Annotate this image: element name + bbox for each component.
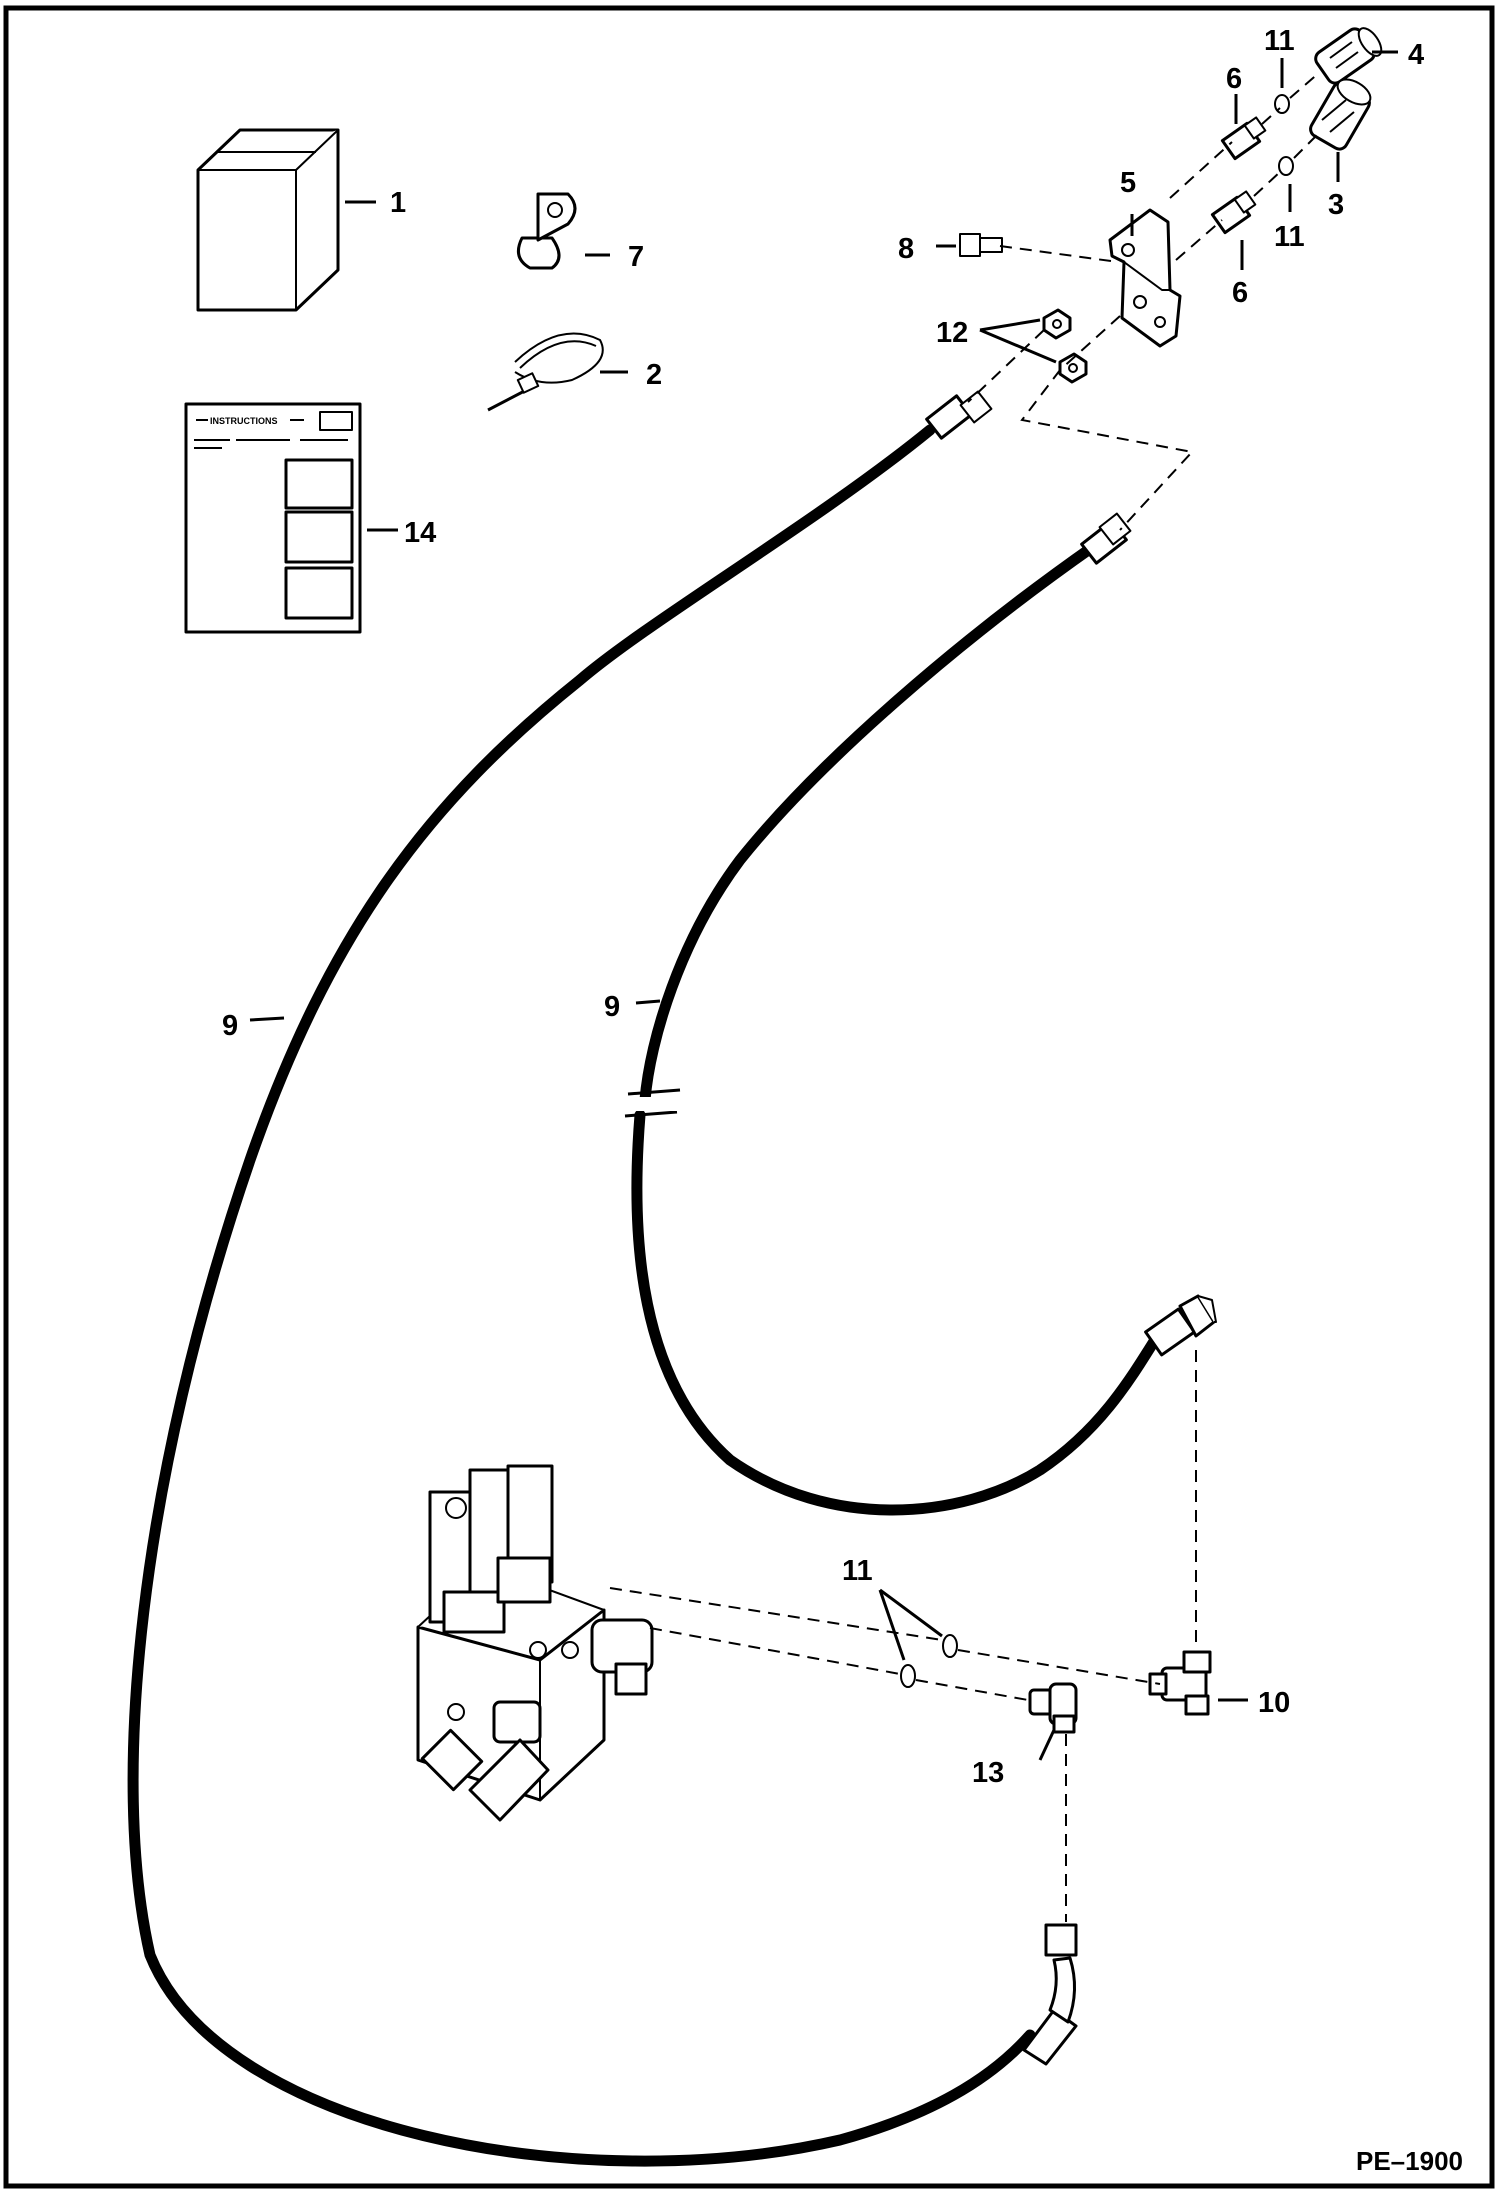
- callout-1: 1: [390, 187, 406, 219]
- part-11-orings-top: [1274, 58, 1294, 212]
- part-10-tee: [1148, 1650, 1248, 1716]
- document-id: PE–1900: [1356, 2146, 1463, 2176]
- callout-14: 14: [404, 517, 436, 549]
- callout-3: 3: [1328, 189, 1344, 221]
- valve-block: [416, 1464, 654, 1822]
- hose-short-fitting-bottom: [1144, 1294, 1217, 1357]
- callout-12: 12: [936, 317, 968, 349]
- part-14-instructions: INSTRUCTIONS: [184, 402, 398, 634]
- hose-long-fitting-top: [925, 390, 993, 440]
- callout-13: 13: [972, 1757, 1004, 1789]
- part-6-adapter-lower: [1210, 190, 1257, 270]
- part-12-nuts: [979, 308, 1088, 384]
- part-8-bolt: [936, 233, 1003, 257]
- hose-break-marks: [624, 1088, 681, 1118]
- part-5-bracket: [1108, 208, 1182, 348]
- callout-6-lower: 6: [1232, 277, 1248, 309]
- assembly-lines-bottom: [609, 1350, 1197, 1922]
- callout-4: 4: [1408, 39, 1424, 71]
- callout-6-upper: 6: [1226, 63, 1242, 95]
- callout-5: 5: [1120, 167, 1136, 199]
- callout-7: 7: [628, 241, 644, 273]
- callout-9-left: 9: [222, 1010, 238, 1042]
- callout-11-bottom: 11: [842, 1555, 873, 1587]
- assembly-lines-top: [967, 71, 1321, 531]
- hose-short-fitting-top: [1080, 512, 1132, 565]
- page-border: [3, 5, 1495, 2189]
- callout-8: 8: [898, 233, 914, 265]
- part-2-cable-tie: [487, 332, 628, 412]
- instructions-heading: INSTRUCTIONS: [210, 416, 278, 426]
- callout-11-mid: 11: [1274, 221, 1305, 253]
- part-7-clamp: [516, 192, 610, 270]
- callout-11-top: 11: [1264, 25, 1295, 57]
- part-4-coupler-female: [1314, 27, 1398, 85]
- part-1-box: [196, 128, 376, 312]
- part-6-adapter-upper: [1220, 94, 1267, 161]
- callout-2: 2: [646, 359, 662, 391]
- part-3-coupler-male: [1309, 78, 1372, 182]
- part-9-hose-long: [127, 424, 1036, 2167]
- callout-9-right: 9: [604, 991, 620, 1023]
- part-13-elbow: [1028, 1682, 1078, 1761]
- callout-10: 10: [1258, 1687, 1290, 1719]
- part-11-orings-bottom: [878, 1588, 958, 1688]
- part-9-hose-short: [631, 540, 1164, 1516]
- hose-long-fitting-bottom: [1022, 1923, 1078, 2066]
